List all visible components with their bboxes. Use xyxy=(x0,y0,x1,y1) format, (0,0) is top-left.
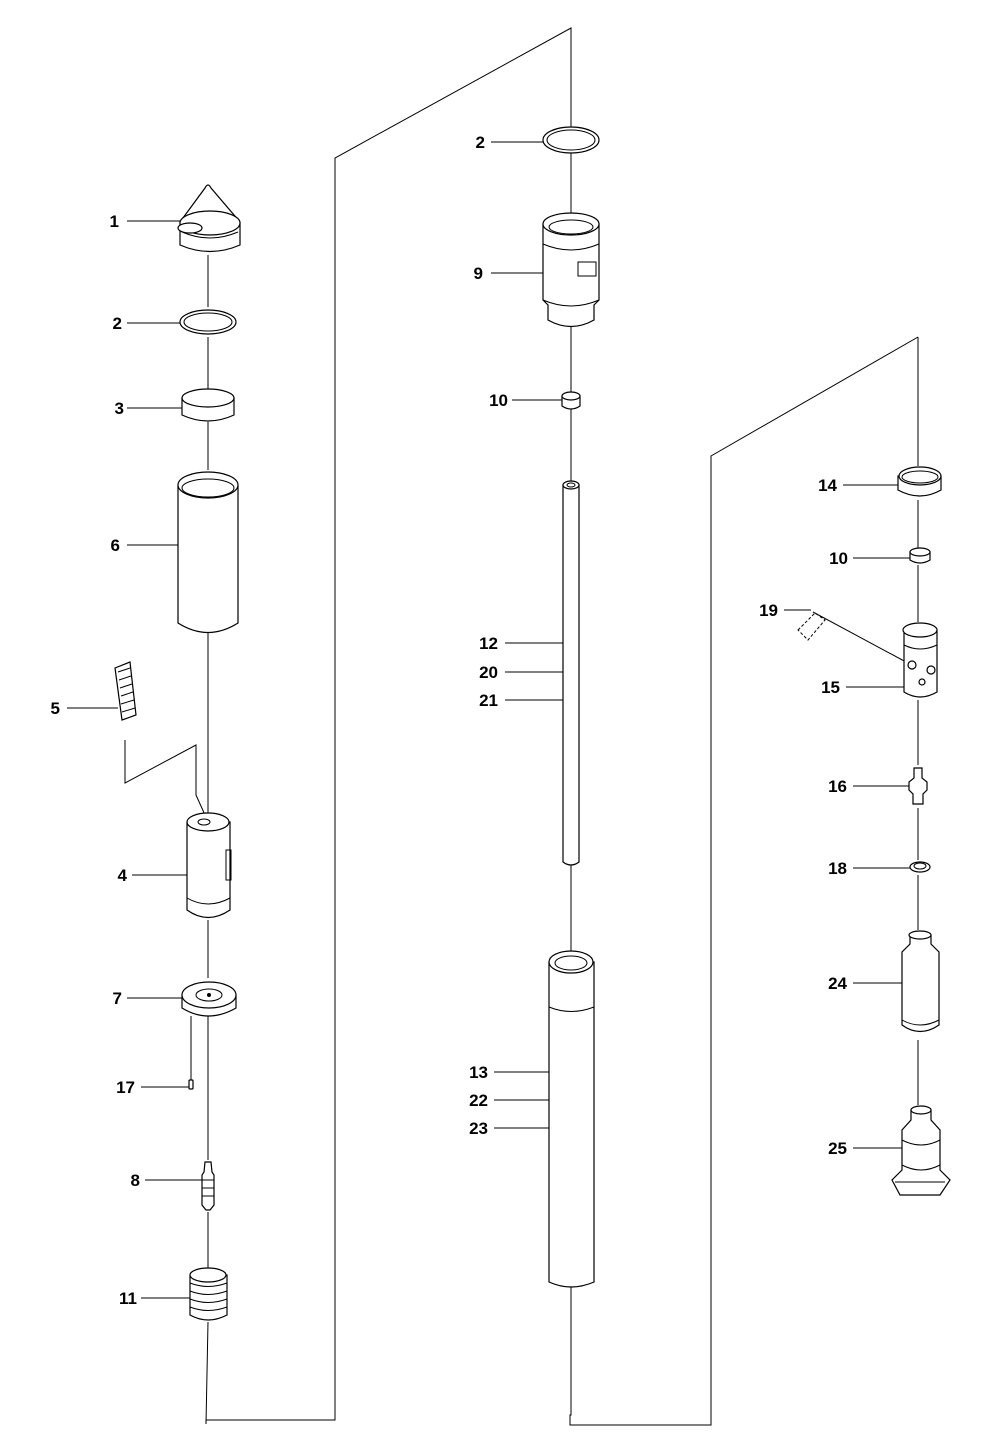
callout-5: 5 xyxy=(51,699,60,718)
callout-17: 17 xyxy=(116,1078,135,1097)
assembly-frame-lines xyxy=(124,27,919,1426)
part-1-nozzle-cap xyxy=(177,184,241,253)
callout-16: 16 xyxy=(828,777,847,796)
callout-14: 14 xyxy=(818,476,837,495)
part-5-spring-strip xyxy=(114,661,137,721)
callout-24: 24 xyxy=(828,974,847,993)
callout-20: 20 xyxy=(479,663,498,682)
part-18-washer xyxy=(909,861,931,873)
callout-10-middle: 10 xyxy=(489,391,508,410)
part-16-nipple xyxy=(908,767,928,805)
callout-19: 19 xyxy=(759,601,778,620)
part-3-disc xyxy=(181,388,235,422)
leader-lines xyxy=(67,141,910,1299)
callout-9: 9 xyxy=(474,264,483,283)
part-2-o-ring-left xyxy=(179,309,237,335)
part-2-o-ring-middle xyxy=(542,126,600,154)
part-7-bearing xyxy=(181,981,237,1017)
callout-18: 18 xyxy=(828,859,847,878)
part-19-key xyxy=(797,611,907,663)
callout-labels: 1 2 3 6 5 4 7 17 8 11 2 9 10 12 20 21 13… xyxy=(51,133,848,1308)
part-25-quick-coupling xyxy=(891,1105,951,1196)
callout-13: 13 xyxy=(469,1063,488,1082)
callout-2-left: 2 xyxy=(113,314,122,333)
callout-21: 21 xyxy=(479,691,498,710)
callout-11: 11 xyxy=(119,1289,137,1308)
part-8-fitting xyxy=(201,1161,215,1211)
part-15-swivel-body xyxy=(902,622,938,698)
callout-6: 6 xyxy=(111,536,120,555)
part-14-ring xyxy=(897,466,942,497)
part-9-coupling-sleeve xyxy=(542,212,600,328)
callout-1: 1 xyxy=(110,212,119,231)
callout-23: 23 xyxy=(469,1119,488,1138)
callout-22: 22 xyxy=(469,1091,488,1110)
part-4-valve-body xyxy=(186,812,232,919)
callout-3: 3 xyxy=(115,399,124,418)
part-24-connector-body xyxy=(901,930,940,1033)
callout-10-right: 10 xyxy=(829,549,848,568)
part-11-threaded-coupling xyxy=(189,1267,228,1321)
callout-12: 12 xyxy=(479,634,498,653)
part-10-ring-right xyxy=(909,547,931,564)
part-17-pin xyxy=(188,1079,194,1090)
callout-2-middle: 2 xyxy=(476,133,485,152)
callout-8: 8 xyxy=(131,1171,140,1190)
part-13-hose-tube xyxy=(548,950,595,1288)
axis-lines xyxy=(190,155,919,1425)
part-6-sleeve xyxy=(177,471,239,633)
part-12-shaft xyxy=(562,480,580,866)
part-10-ring-middle xyxy=(561,391,581,410)
callout-15: 15 xyxy=(821,678,840,697)
callout-4: 4 xyxy=(118,866,128,885)
callout-7: 7 xyxy=(113,989,122,1008)
callout-25: 25 xyxy=(828,1139,847,1158)
